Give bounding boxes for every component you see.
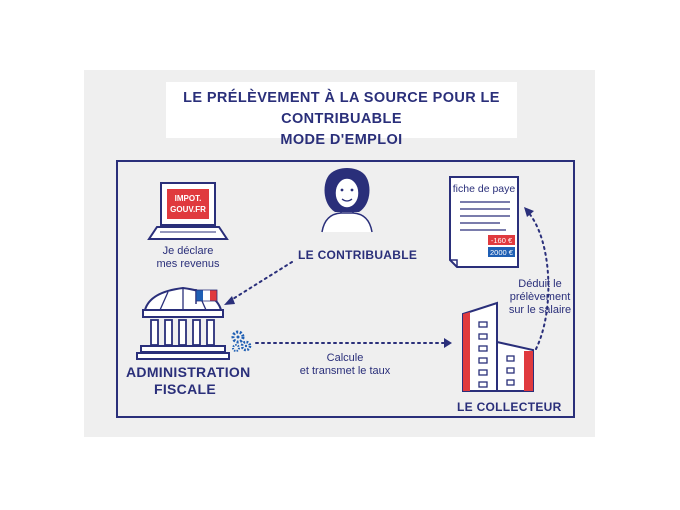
french-flag-icon	[195, 289, 218, 304]
collecteur-building-icon	[462, 301, 534, 392]
laptop-screen-text-1: IMPOT.	[175, 194, 202, 203]
contribuable-avatar-icon	[321, 168, 373, 233]
title-banner: LE PRÉLÈVEMENT À LA SOURCE POUR LE CONTR…	[166, 82, 517, 148]
payslip-document-icon: fiche de paye -160 € 2000 €	[449, 176, 519, 268]
calcule-line-2: et transmet le taux	[299, 365, 391, 377]
administration-line-1: ADMINISTRATION	[126, 364, 251, 380]
title-line-2: MODE D'EMPLOI	[280, 132, 403, 148]
administration-label: ADMINISTRATION FISCALE	[126, 364, 251, 398]
laptop-icon: IMPOT. GOUV.FR	[147, 182, 229, 240]
diagram-frame	[116, 160, 575, 418]
deduit-label: Déduit le prélèvement sur le salaire	[502, 278, 578, 317]
declare-line-2: mes revenus	[156, 258, 220, 270]
arrow-collecteur-to-payslip	[524, 207, 550, 350]
deduit-line-2: prélèvement	[509, 291, 571, 303]
gears-icon	[231, 330, 252, 352]
payslip-deduction: -160 €	[491, 236, 513, 245]
calcule-line-1: Calcule	[326, 352, 364, 364]
contribuable-label: LE CONTRIBUABLE	[298, 248, 418, 262]
collecteur-label: LE COLLECTEUR	[457, 400, 562, 414]
arrow-contribuable-to-administration	[224, 261, 293, 305]
arrow-administration-to-collecteur	[255, 338, 452, 348]
administration-building-icon	[136, 286, 230, 360]
calcule-label: Calcule et transmet le taux	[290, 352, 400, 378]
administration-line-2: FISCALE	[154, 381, 216, 397]
deduit-line-1: Déduit le	[518, 278, 562, 290]
deduit-line-3: sur le salaire	[508, 304, 572, 316]
payslip-salary: 2000 €	[490, 248, 514, 257]
laptop-screen-text-2: GOUV.FR	[170, 205, 206, 214]
payslip-title: fiche de paye	[453, 183, 516, 195]
title-line-1: LE PRÉLÈVEMENT À LA SOURCE POUR LE CONTR…	[183, 90, 500, 127]
declare-label: Je déclare mes revenus	[150, 245, 226, 271]
declare-line-1: Je déclare	[162, 245, 214, 257]
